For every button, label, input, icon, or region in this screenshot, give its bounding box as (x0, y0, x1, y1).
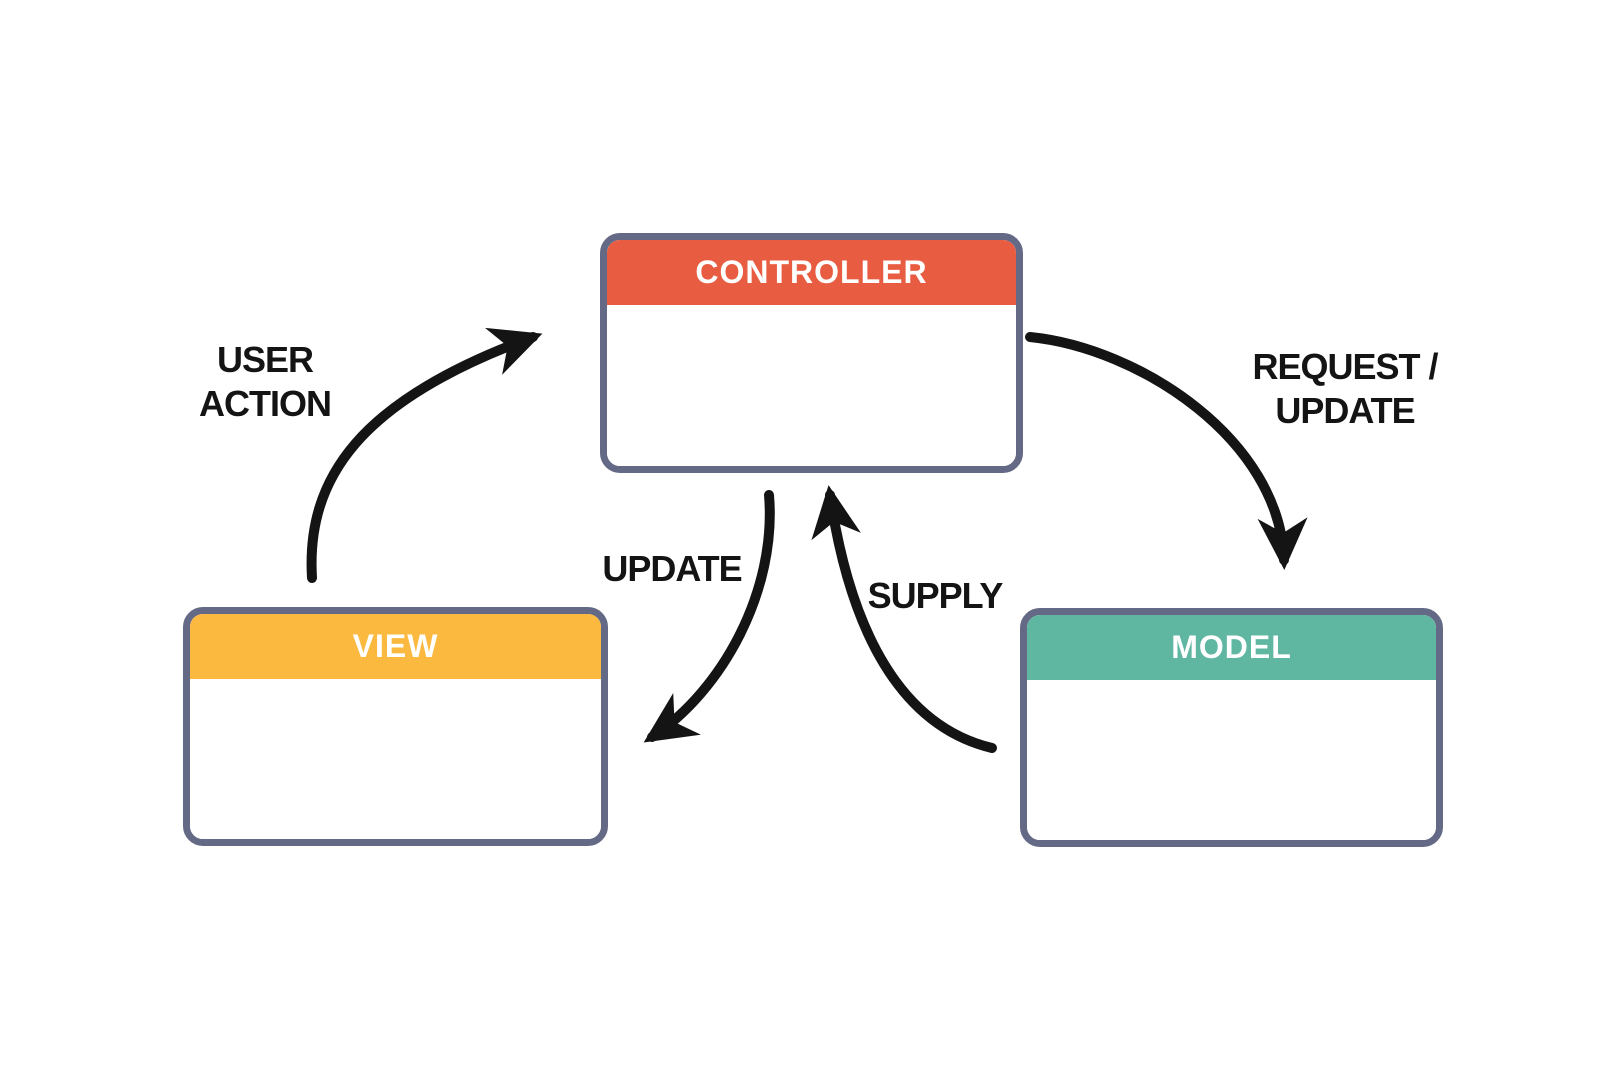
supply-arrow (811, 485, 997, 753)
view-node: VIEW (183, 607, 608, 846)
supply-label: SUPPLY (867, 575, 1004, 616)
request-update-label: REQUEST / UPDATE (1252, 346, 1438, 431)
model-node: MODEL (1020, 608, 1443, 847)
model-body (1027, 680, 1436, 840)
model-header: MODEL (1027, 615, 1436, 680)
controller-header: CONTROLLER (607, 240, 1016, 305)
controller-node: CONTROLLER (600, 233, 1023, 473)
view-header: VIEW (190, 614, 601, 679)
user-action-label: USER ACTION (199, 339, 332, 424)
update-label: UPDATE (602, 548, 742, 589)
update-arrow (643, 490, 775, 743)
model-label: MODEL (1171, 629, 1292, 665)
controller-body (607, 305, 1016, 466)
view-body (190, 679, 601, 839)
controller-label: CONTROLLER (695, 254, 928, 290)
view-label: VIEW (352, 628, 439, 664)
